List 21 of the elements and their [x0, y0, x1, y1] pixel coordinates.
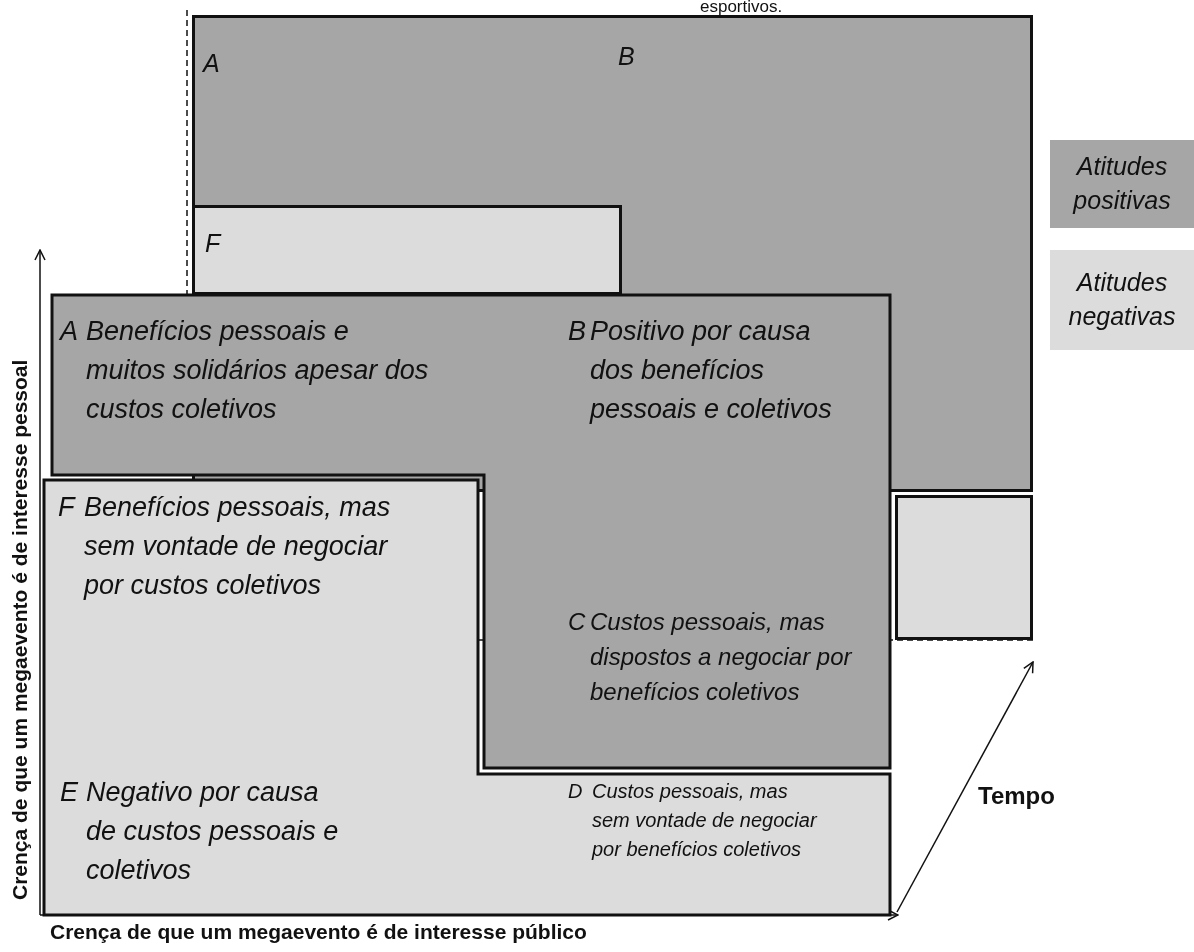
- region-letter: A: [203, 48, 220, 79]
- region-description: Positivo por causa dos benefícios pessoais e coletivos: [590, 315, 833, 427]
- region-description: Custos pessoais, mas sem vontade de negociar por benefícios coletivos: [592, 779, 819, 862]
- cut-off-title-text: esportivos.: [700, 0, 783, 15]
- region-letter: E: [60, 776, 78, 809]
- region-letter: F: [58, 491, 75, 524]
- region-description: Benefícios pessoais e muitos solidários apesar dos custos coletivos: [86, 315, 430, 427]
- region-description: Benefícios pessoais, mas sem vontade de negociar por custos coletivos: [84, 491, 392, 603]
- horizontal-axis-label: Crença de que um megaevento é de interesse público: [50, 920, 587, 944]
- legend-label: Atitudes positivas: [1071, 151, 1172, 216]
- legend-label: Atitudes negativas: [1067, 267, 1177, 332]
- region-description: Negativo por causa de custos pessoais e coletivos: [86, 776, 340, 888]
- region-description: Custos pessoais, mas dispostos a negociar por benefícios coletivos: [590, 607, 854, 707]
- region-letter: B: [618, 41, 635, 72]
- time-axis-label: Tempo: [978, 782, 1055, 810]
- region-letter: B: [568, 315, 586, 348]
- region-letter: F: [205, 228, 221, 259]
- region-letter: A: [60, 315, 78, 348]
- region-letter: D: [568, 779, 583, 804]
- region-letter: C: [568, 607, 586, 637]
- vertical-axis-label: Crença de que um megaevento é de interesse pessoal: [8, 359, 32, 900]
